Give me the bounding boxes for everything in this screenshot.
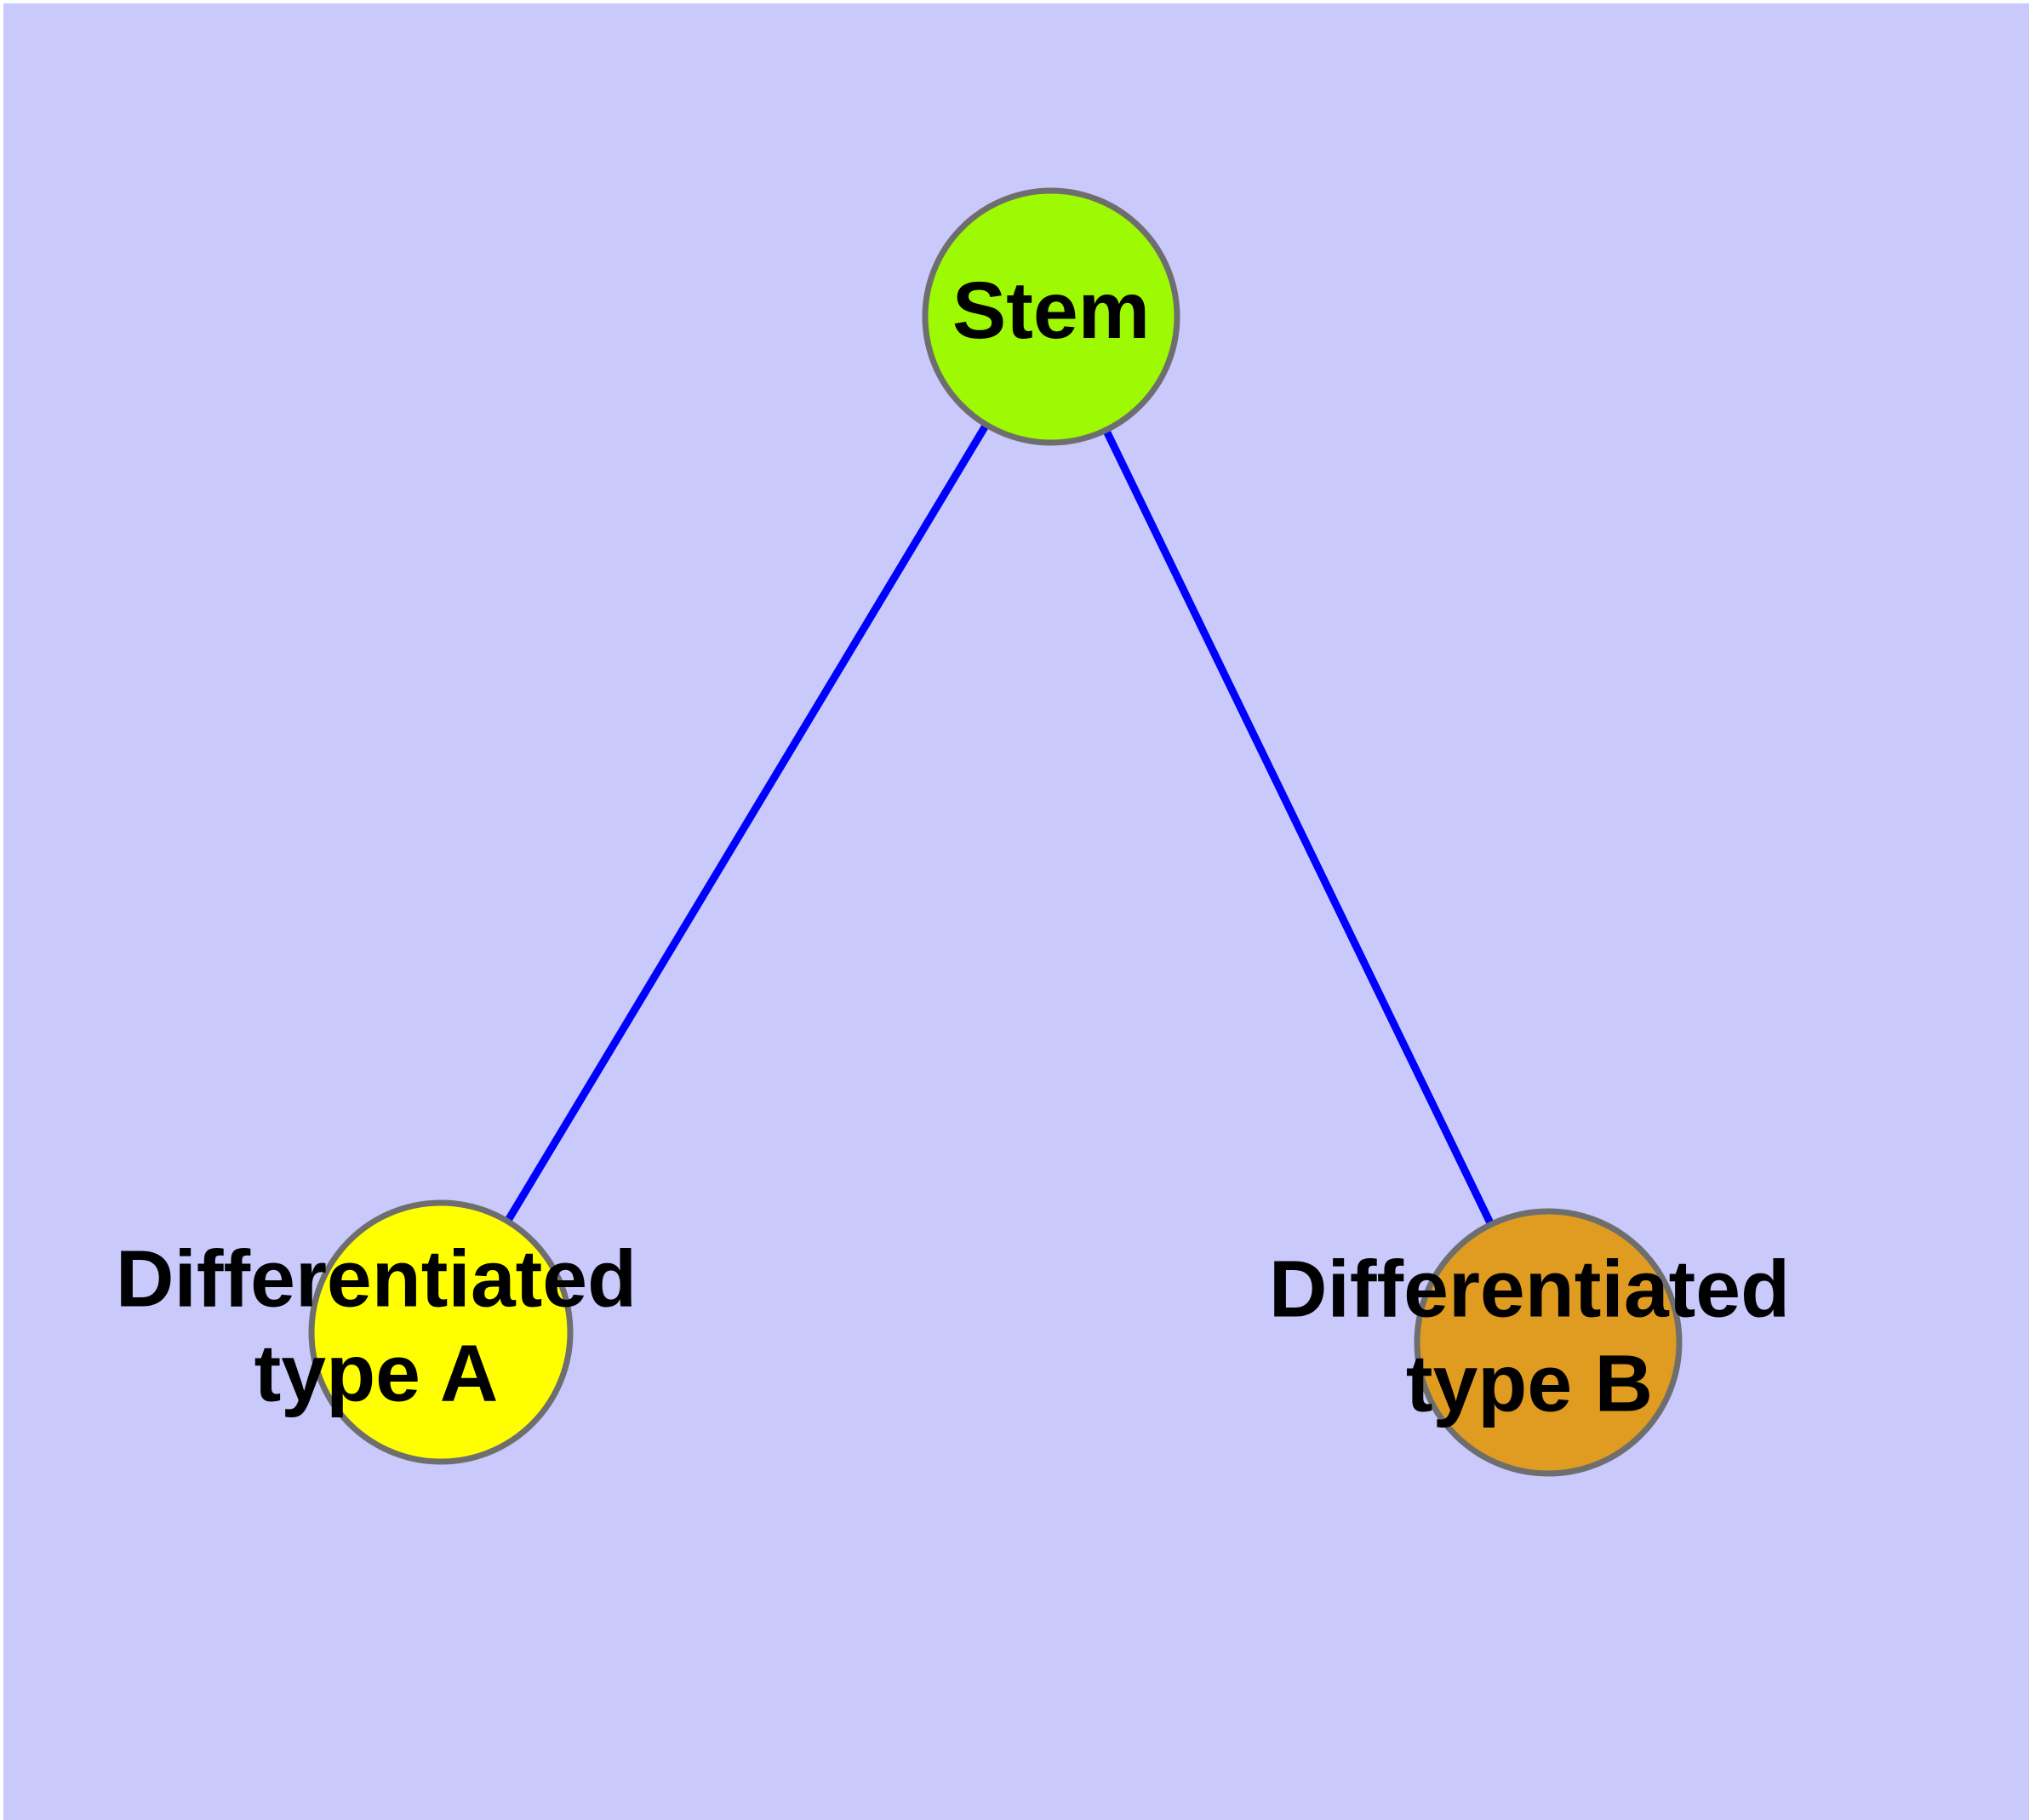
graph-node-stem[interactable]	[922, 187, 1180, 446]
graph-node-diff_a[interactable]	[308, 1199, 574, 1465]
graph-edge-stem-diff_a[interactable]	[437, 314, 1055, 1335]
node-label-line: Differentiated	[116, 1234, 637, 1325]
node-label-line: type A	[254, 1329, 499, 1419]
node-label-line: Stem	[952, 266, 1150, 356]
node-label-line: Differentiated	[1269, 1245, 1790, 1335]
graph-edge-stem-diff_b[interactable]	[1047, 315, 1552, 1344]
edges-layer	[437, 314, 1552, 1344]
nodes-layer	[308, 187, 1683, 1477]
node-label-stem: Stem	[952, 266, 1150, 356]
node-label-line: type B	[1406, 1339, 1653, 1429]
graph-node-diff_b[interactable]	[1414, 1208, 1683, 1477]
